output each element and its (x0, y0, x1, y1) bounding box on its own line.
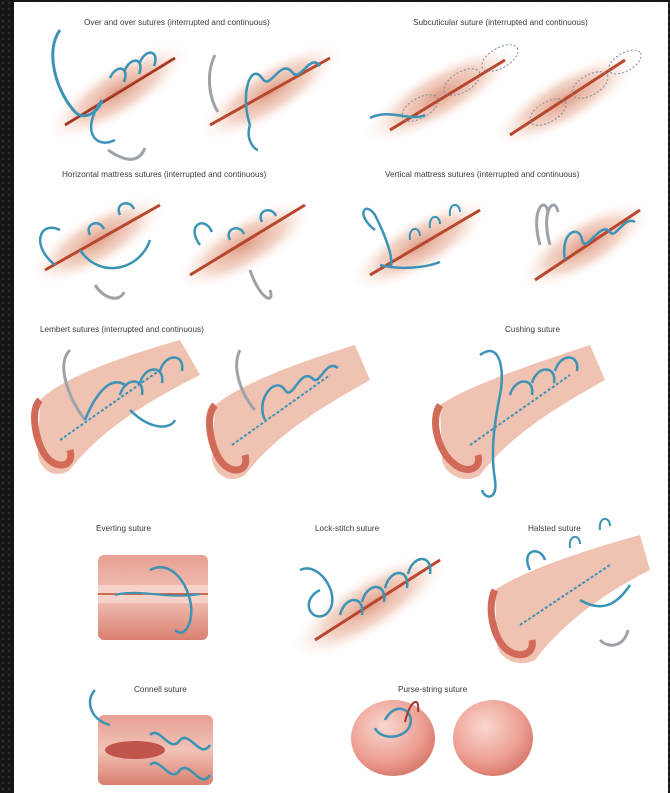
caption-cushing: Cushing suture (505, 325, 560, 334)
over-and-over-continuous-figure (183, 23, 357, 161)
lembert-continuous-figure (210, 345, 370, 479)
vertical-mattress-interrupted-figure (335, 180, 505, 310)
connell-figure (90, 690, 213, 785)
halsted-figure (491, 519, 650, 663)
caption-horizontal-mattress: Horizontal mattress sutures (interrupted… (62, 170, 266, 179)
caption-everting: Everting suture (96, 524, 151, 533)
caption-subcuticular: Subcuticular suture (interrupted and con… (413, 18, 588, 27)
caption-lock-stitch: Lock-stitch suture (315, 524, 379, 533)
purse-string-figure (351, 700, 533, 776)
caption-over-and-over: Over and over sutures (interrupted and c… (84, 18, 270, 27)
caption-vertical-mattress: Vertical mattress sutures (interrupted a… (385, 170, 579, 179)
caption-lembert: Lembert sutures (interrupted and continu… (40, 325, 204, 334)
caption-purse-string: Purse-string suture (398, 685, 467, 694)
horizontal-mattress-interrupted-figure (15, 176, 182, 304)
everting-figure (98, 555, 208, 640)
lock-stitch-figure (274, 529, 467, 681)
vertical-mattress-continuous-figure (503, 182, 666, 308)
cushing-figure (436, 345, 605, 497)
caption-halsted: Halsted suture (528, 524, 581, 533)
horizontal-mattress-continuous-figure (162, 181, 329, 309)
caption-connell: Connell suture (134, 685, 187, 694)
lembert-interrupted-figure (35, 340, 200, 474)
over-and-over-interrupted-figure (31, 23, 205, 161)
